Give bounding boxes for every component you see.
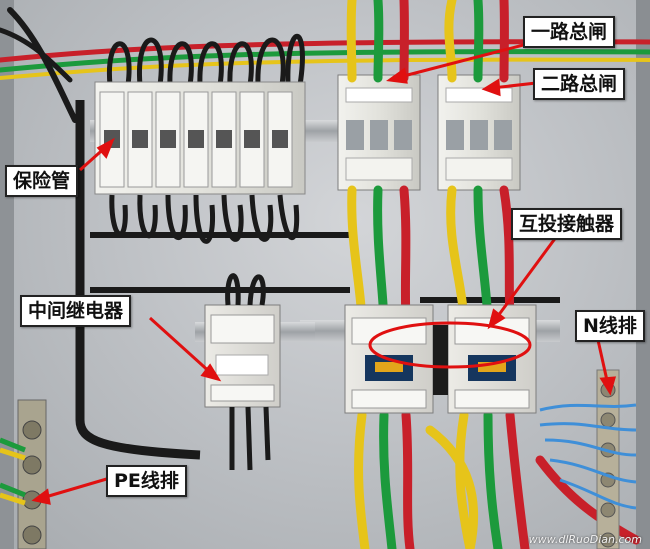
relay-device (204, 304, 281, 408)
label-intermediate-relay: 中间继电器 (20, 295, 132, 327)
pe-wires (0, 437, 26, 506)
fuse-jumper-wires (106, 34, 305, 86)
label-breaker-2: 二路总闸 (533, 68, 626, 100)
watermark: www.dlRuoDian.com (528, 533, 642, 546)
mechanical-interlock (433, 325, 448, 395)
fuse-holder-row (94, 81, 306, 195)
pe-busbar-device (17, 399, 47, 549)
relay-wires (225, 273, 271, 471)
label-n-busbar: N线排 (575, 310, 645, 342)
main-breaker-2 (437, 74, 521, 191)
main-breaker-1 (337, 74, 421, 191)
interlock-highlight-ellipse (368, 321, 532, 369)
n-blue-wires (539, 403, 637, 510)
cabinet-frame-right (636, 0, 650, 549)
label-fuse-tubes: 保险管 (5, 165, 79, 197)
label-pe-busbar: PE线排 (106, 465, 187, 497)
cabinet-frame-left (0, 0, 14, 549)
left-wire-harness (75, 100, 201, 460)
label-interlock-contactors: 互投接触器 (511, 208, 623, 240)
label-breaker-1: 一路总闸 (523, 16, 616, 48)
annotation-arrows (31, 40, 617, 505)
n-busbar-device (596, 369, 620, 549)
